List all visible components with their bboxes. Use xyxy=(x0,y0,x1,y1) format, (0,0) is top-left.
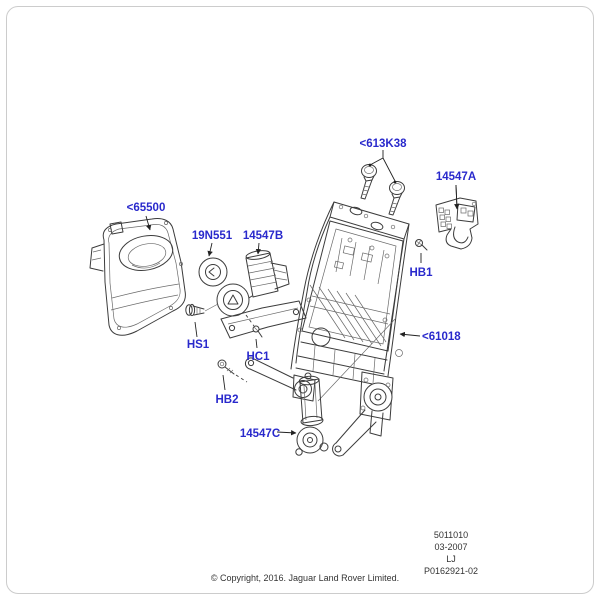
callout-61018[interactable]: <61018 xyxy=(422,331,461,343)
handle-mechanism-drawing xyxy=(216,250,307,339)
screw-hc1-drawing xyxy=(252,325,263,338)
cap-drawing xyxy=(198,257,228,287)
ref-drawing-number: P0162921-02 xyxy=(424,566,478,576)
callout-14547a[interactable]: 14547A xyxy=(436,171,476,183)
leader-lines xyxy=(145,150,460,436)
ref-sheet-number: 5011010 xyxy=(434,530,468,540)
callout-hs1[interactable]: HS1 xyxy=(187,339,210,351)
screw-hs1-drawing xyxy=(185,303,219,317)
callout-hc1[interactable]: HC1 xyxy=(246,351,270,363)
callout-14547c[interactable]: 14547C xyxy=(240,428,280,440)
callout-hb1[interactable]: HB1 xyxy=(409,267,433,279)
copyright-text: © Copyright, 2016. Jaguar Land Rover Lim… xyxy=(211,573,399,583)
reference-block: 5011010 03-2007 LJ P0162921-02 xyxy=(424,530,478,576)
bolt-hb2-drawing xyxy=(217,359,248,383)
bolts-drawing xyxy=(360,164,405,216)
callout-65500[interactable]: <65500 xyxy=(127,202,166,214)
callout-613k38[interactable]: <613K38 xyxy=(360,138,408,150)
callout-labels: <65500 19N551 14547B <613K38 14547A HB1 … xyxy=(127,138,477,440)
callout-14547b[interactable]: 14547B xyxy=(243,230,283,242)
callout-hb2[interactable]: HB2 xyxy=(215,394,238,406)
seat-frame-drawing xyxy=(244,201,410,457)
motor-drawing xyxy=(295,372,329,456)
ref-date: 03-2007 xyxy=(434,542,467,552)
back-panel-drawing xyxy=(89,218,186,336)
bracket-drawing xyxy=(435,197,479,250)
screw-hb1-drawing xyxy=(415,239,428,251)
callout-19n551[interactable]: 19N551 xyxy=(192,230,233,242)
ref-model-code: LJ xyxy=(446,554,456,564)
